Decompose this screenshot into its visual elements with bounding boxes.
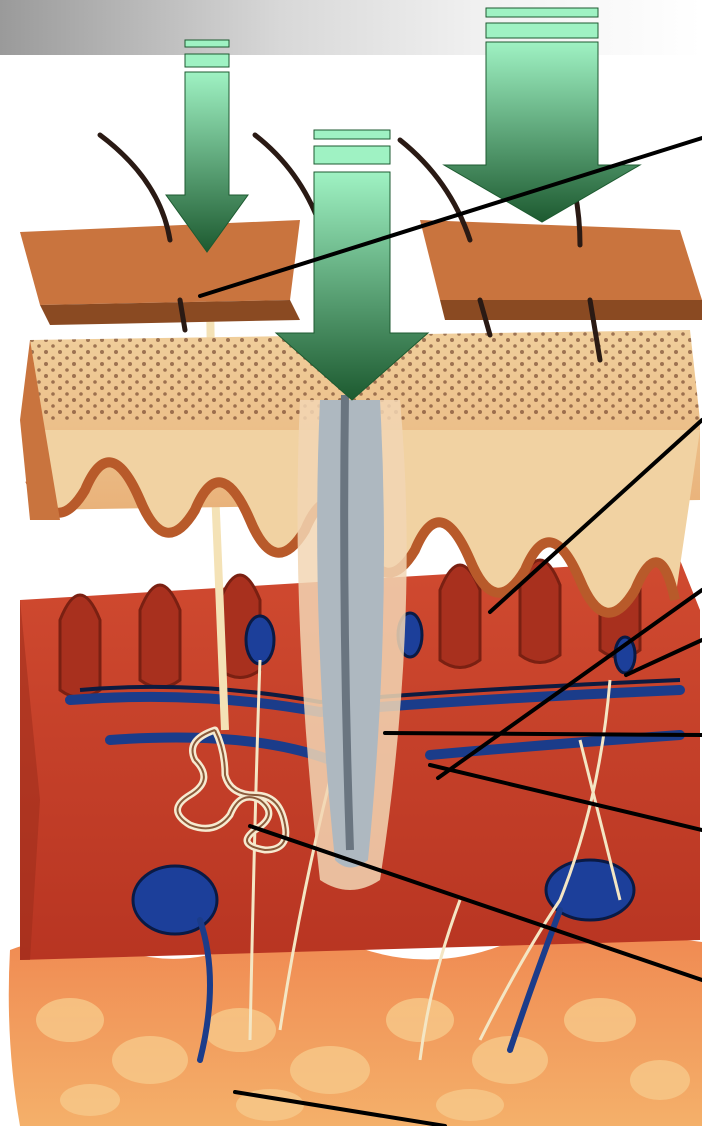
subcutaneous-layer [9, 934, 702, 1126]
arrow-left-pathway [166, 40, 248, 252]
leader-line-5 [385, 733, 702, 735]
